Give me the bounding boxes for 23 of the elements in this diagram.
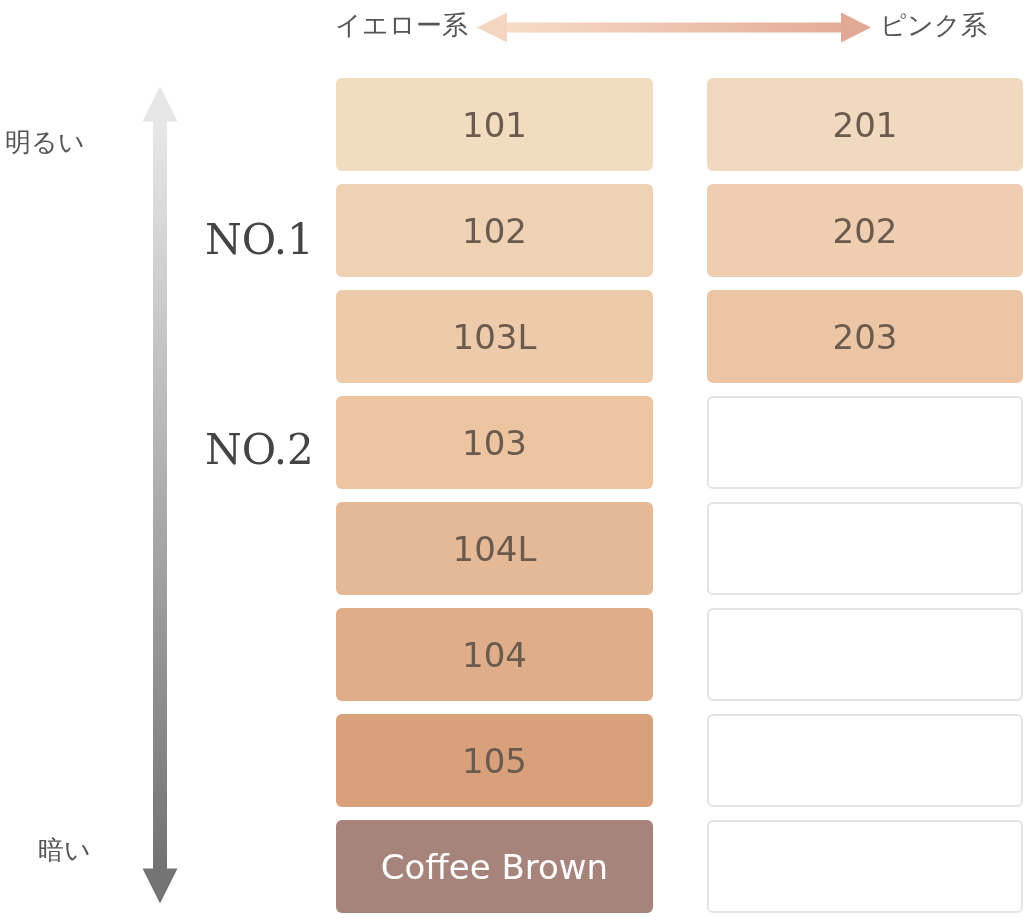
shade-swatch: 202	[707, 184, 1023, 277]
shade-swatch: 201	[707, 78, 1023, 171]
shade-swatch: 102	[336, 184, 653, 277]
shade-swatch: 101	[336, 78, 653, 171]
brightness-label: 明るい	[5, 126, 85, 159]
number-label: NO.1	[205, 215, 314, 264]
empty-swatch	[707, 608, 1023, 701]
empty-swatch	[707, 714, 1023, 807]
shade-swatch: 103L	[336, 290, 653, 383]
shade-swatch: 203	[707, 290, 1023, 383]
brightness-label: 暗い	[38, 834, 91, 867]
number-label: NO.2	[205, 425, 314, 474]
shade-swatch: 103	[336, 396, 653, 489]
shade-swatch: 105	[336, 714, 653, 807]
empty-swatch	[707, 502, 1023, 595]
shade-swatch: 104	[336, 608, 653, 701]
column-heading: イエロー系	[335, 8, 468, 43]
empty-swatch	[707, 820, 1023, 913]
column-heading: ピンク系	[880, 8, 987, 43]
shade-swatch: 104L	[336, 502, 653, 595]
shade-swatch: Coffee Brown	[336, 820, 653, 913]
empty-swatch	[707, 396, 1023, 489]
double-arrow	[477, 12, 871, 43]
